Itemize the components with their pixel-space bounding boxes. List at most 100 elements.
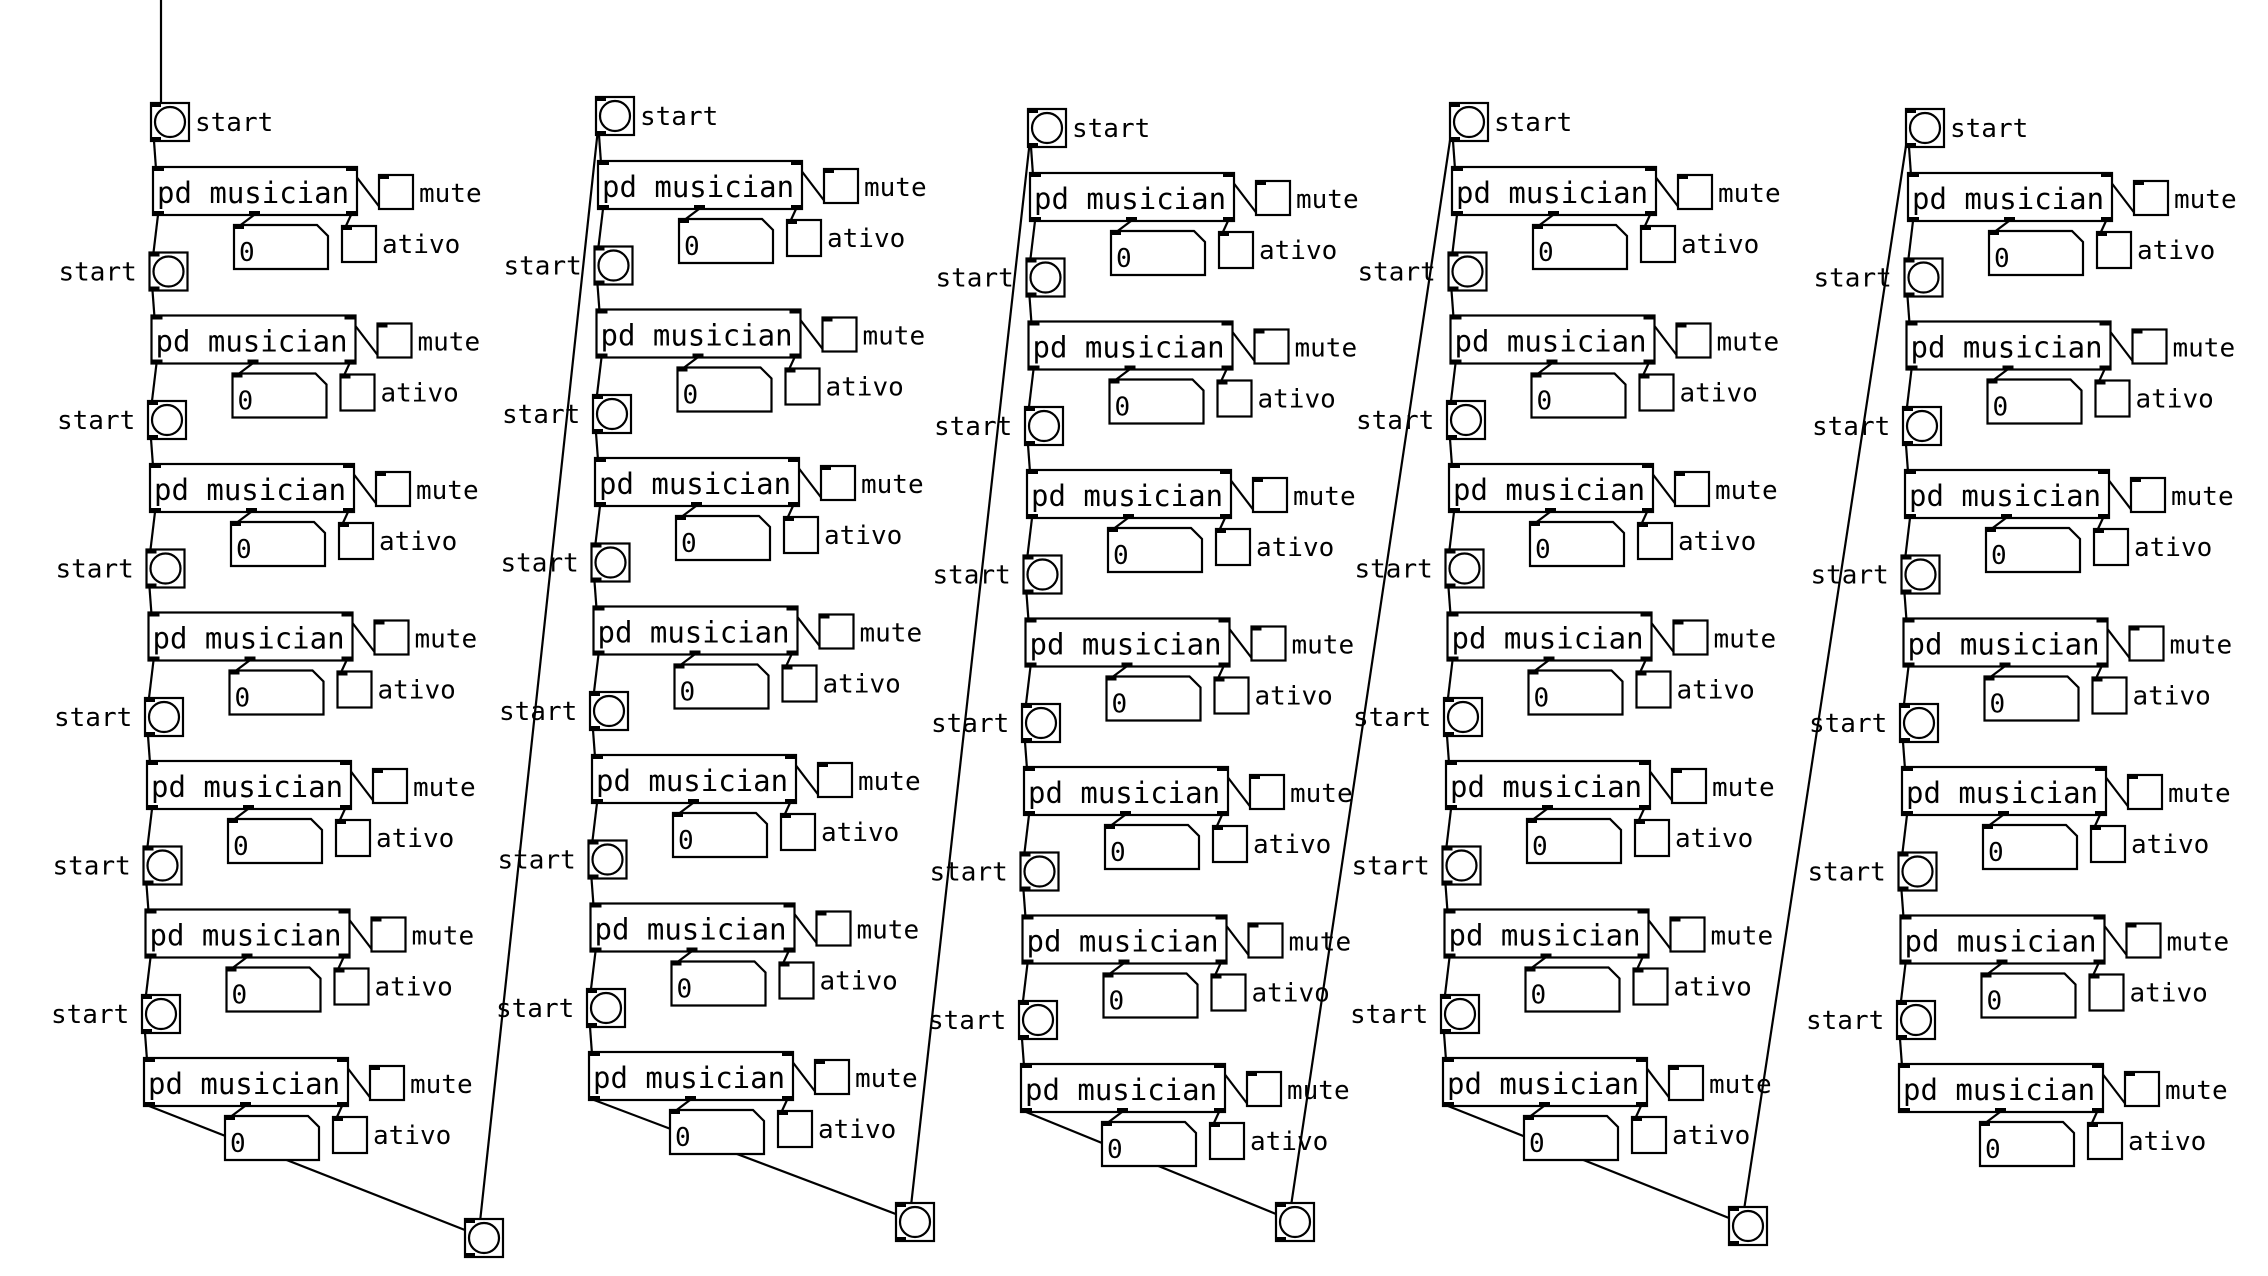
patch-cord[interactable] [1447,1104,1735,1222]
mute-toggle[interactable] [1250,625,1287,662]
patch-cord[interactable] [1020,1038,1026,1067]
ativo-toggle[interactable] [2094,379,2131,418]
ativo-toggle[interactable] [336,670,373,709]
ativo-toggle[interactable] [339,373,376,412]
pd-musician-object[interactable]: pd musician [596,159,804,211]
number-box[interactable]: 0 [1527,669,1624,716]
mute-toggle[interactable] [2129,476,2167,514]
patch-cord[interactable] [1025,593,1030,621]
patch-cord[interactable] [1026,444,1032,473]
chain-bang-2[interactable] [894,1201,936,1243]
ativo-toggle[interactable] [1635,670,1672,709]
pd-musician-object[interactable]: pd musician [144,908,351,959]
patch-cord[interactable] [1027,369,1035,408]
patch-cord[interactable] [152,140,158,170]
pd-musician-object[interactable]: pd musician [1028,171,1236,223]
patch-cord[interactable] [1907,220,1915,259]
number-box[interactable]: 0 [1100,1120,1198,1168]
ativo-toggle[interactable] [2091,676,2128,715]
number-box[interactable]: 0 [677,217,775,265]
patch-cord[interactable] [1450,290,1455,318]
patch-cord[interactable] [595,357,603,396]
mute-toggle[interactable] [370,916,407,953]
number-box[interactable]: 0 [1108,378,1205,425]
number-box[interactable]: 0 [1981,823,2079,871]
patch-cord[interactable] [1905,369,1913,408]
patch-cord[interactable] [594,432,600,461]
number-box[interactable]: 0 [1102,972,1199,1019]
ativo-toggle[interactable] [778,961,815,1000]
patch-cord[interactable] [1289,106,1457,1207]
mute-toggle[interactable] [816,761,854,799]
patch-cord[interactable] [1023,814,1031,853]
mute-toggle[interactable] [2131,328,2168,365]
number-box[interactable]: 0 [1109,229,1207,277]
pd-musician-object[interactable]: pd musician [1903,468,2111,520]
start-bang[interactable] [588,690,630,732]
number-box[interactable]: 0 [1103,823,1201,871]
patch-cord[interactable] [594,505,602,544]
mute-toggle[interactable] [368,1064,406,1102]
mute-toggle[interactable] [1672,619,1709,656]
number-box[interactable]: 0 [229,520,327,568]
mute-toggle[interactable] [1676,173,1714,211]
number-box[interactable]: 0 [1525,817,1623,865]
patch-cord[interactable] [145,884,150,912]
number-box[interactable]: 0 [676,366,773,413]
pd-musician-object[interactable]: pd musician [592,605,799,656]
ativo-toggle[interactable] [784,367,821,406]
number-box[interactable]: 0 [1983,675,2080,722]
pd-musician-object[interactable]: pd musician [1024,617,1231,668]
patch-cord[interactable] [1447,587,1452,615]
start-bang[interactable] [1020,702,1062,744]
patch-cord[interactable] [588,1026,594,1055]
start-bang[interactable] [145,548,186,589]
patch-cord[interactable] [1448,438,1454,467]
patch-cord[interactable] [1899,963,1907,1002]
patch-cord[interactable] [1904,517,1912,556]
ativo-toggle[interactable] [2088,973,2125,1012]
patch-cord[interactable] [1451,140,1457,170]
patch-cord[interactable] [591,729,597,758]
patch-cord[interactable] [593,1098,902,1218]
ativo-toggle[interactable] [1217,230,1255,270]
pd-musician-object[interactable]: pd musician [151,165,359,217]
start-bang[interactable] [142,845,183,886]
number-box[interactable]: 0 [668,1108,766,1156]
patch-cord[interactable] [1028,296,1033,324]
pd-musician-object[interactable]: pd musician [1449,314,1656,365]
mute-toggle[interactable] [2126,773,2164,811]
start-bang[interactable] [1026,107,1068,149]
mute-toggle[interactable] [1675,322,1712,359]
patch-cord[interactable] [1901,814,1909,853]
number-box[interactable]: 0 [228,669,325,716]
patch-cord[interactable] [478,100,603,1223]
pd-musician-object[interactable]: pd musician [1897,1062,2105,1114]
patch-cord[interactable] [1742,112,1913,1211]
patch-cord[interactable] [143,1032,149,1061]
patch-cord[interactable] [589,951,597,990]
patch-cord[interactable] [148,1104,471,1234]
start-bang[interactable] [1442,696,1484,738]
patch-cord[interactable] [1446,660,1454,699]
mute-toggle[interactable] [1245,1070,1283,1108]
patch-cord[interactable] [1024,666,1032,705]
number-box[interactable]: 0 [671,811,769,859]
mute-toggle[interactable] [374,470,412,508]
mute-toggle[interactable] [2123,1070,2161,1108]
ativo-toggle[interactable] [779,812,817,852]
patch-cord[interactable] [1026,517,1034,556]
start-bang[interactable] [146,399,188,441]
start-bang[interactable] [1895,999,1937,1041]
number-box[interactable]: 0 [1987,229,2085,277]
ativo-toggle[interactable] [785,218,823,258]
patch-cord[interactable] [1907,146,1913,176]
patch-cord[interactable] [1901,741,1907,770]
mute-toggle[interactable] [2125,922,2162,959]
pd-musician-object[interactable]: pd musician [595,308,802,359]
patch-cord[interactable] [592,654,600,693]
start-bang[interactable] [1901,405,1943,447]
pd-musician-object[interactable]: pd musician [1902,617,2109,668]
ativo-toggle[interactable] [1630,1115,1668,1155]
patch-cord[interactable] [909,112,1035,1207]
